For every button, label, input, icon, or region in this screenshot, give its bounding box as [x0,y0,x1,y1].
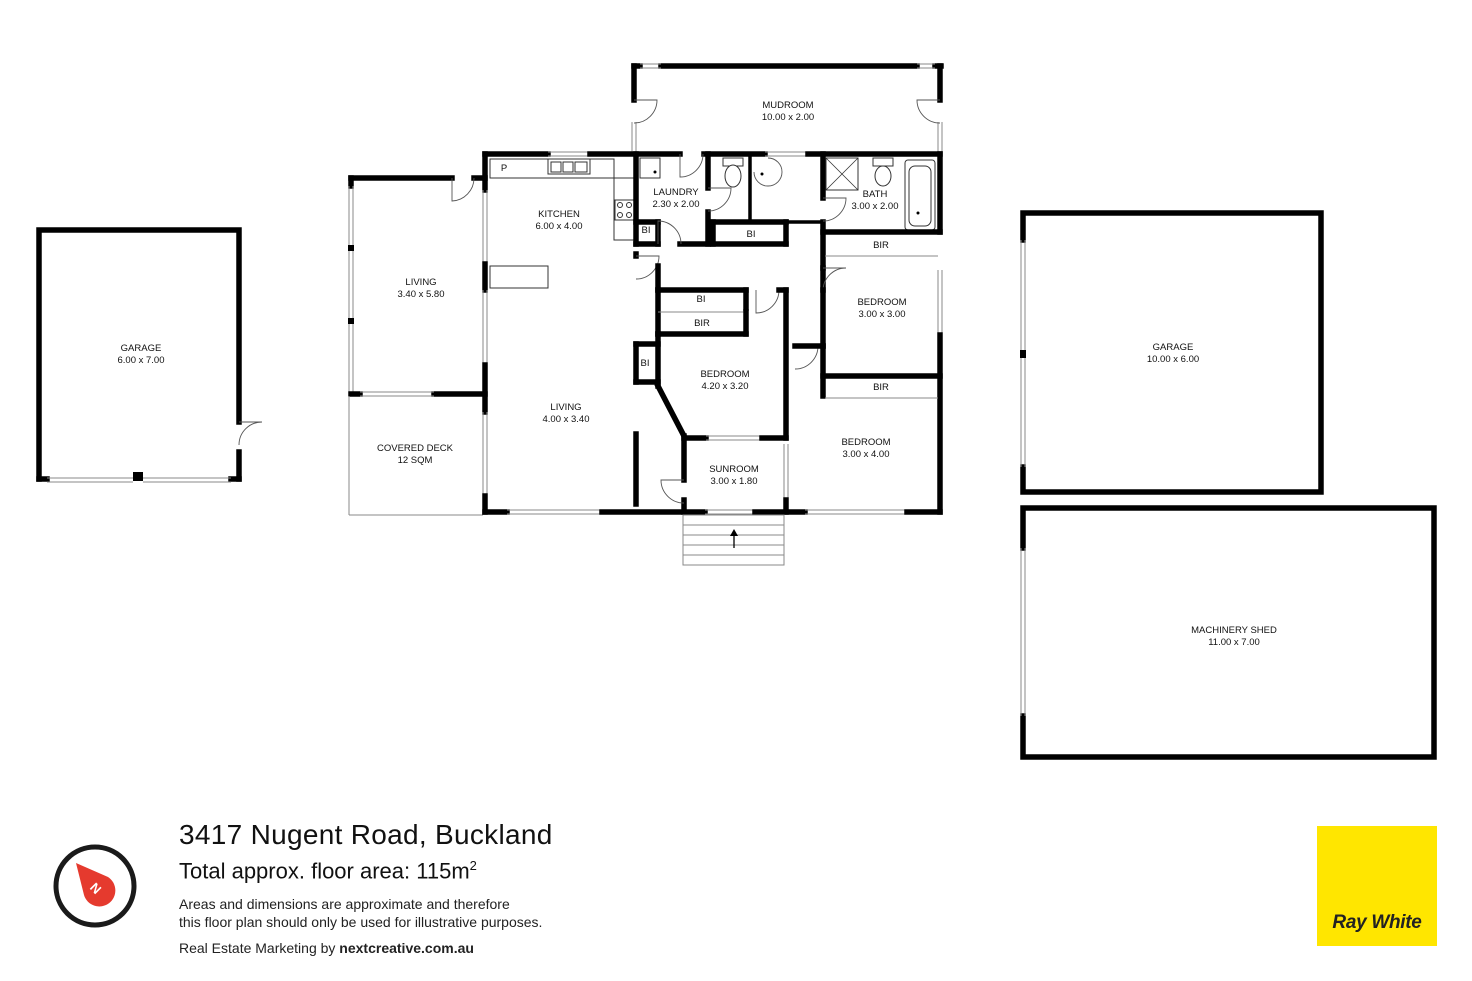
room-dims: 12 SQM [398,455,433,466]
bi-label: BI [747,229,756,240]
credit-prefix: Real Estate Marketing by [179,940,340,957]
room-name: LAUNDRY [653,187,699,198]
room-dims: 6.00 x 4.00 [535,221,582,232]
room-name: BEDROOM [857,297,906,308]
room-name: BEDROOM [841,437,890,448]
room-dims: 4.20 x 3.20 [701,381,748,392]
marketing-credit: Real Estate Marketing by nextcreative.co… [179,940,553,956]
bir-label: BIR [694,318,710,329]
pantry-label: P [501,163,507,174]
entry-steps [682,514,785,566]
bir-label: BIR [873,240,889,251]
room-name: LIVING [550,402,581,413]
room-dims: 3.00 x 4.00 [842,449,889,460]
room-name: SUNROOM [709,464,759,475]
room-dims: 6.00 x 7.00 [117,355,164,366]
north-compass-icon: N [53,844,137,928]
room-dims: 10.00 x 2.00 [762,112,814,123]
bir-label: BIR [873,382,889,393]
living-left-wing: LIVING 3.40 x 5.80 COVERED DECK 12 SQM [348,175,488,516]
disclaimer: Areas and dimensions are approximate and… [179,895,553,931]
room-dims: 3.00 x 3.00 [858,309,905,320]
garage-left: GARAGE 6.00 x 7.00 [36,227,263,483]
disclaimer-line: Areas and dimensions are approximate and… [179,896,510,913]
title-block: 3417 Nugent Road, Buckland Total approx.… [179,818,553,956]
room-name: LIVING [405,277,436,288]
room-name: MUDROOM [762,100,813,111]
garage-right: GARAGE 10.00 x 6.00 [1020,210,1324,495]
room-dims: 3.00 x 2.00 [851,201,898,212]
room-name: MACHINERY SHED [1191,625,1277,636]
main-house: MUDROOM 10.00 x 2.00 [482,63,944,566]
bi-label: BI [641,358,650,369]
machinery-shed: MACHINERY SHED 11.00 x 7.00 [1020,505,1437,760]
bi-label: BI [697,294,706,305]
bi-label: BI [642,225,651,236]
floor-area-text: Total approx. floor area: 115m [179,858,470,884]
room-name: BATH [863,189,888,200]
room-name: BEDROOM [700,369,749,380]
room-dims: 11.00 x 7.00 [1208,637,1260,648]
property-address: 3417 Nugent Road, Buckland [179,819,553,850]
floor-area: Total approx. floor area: 115m2 [179,852,553,885]
room-name: GARAGE [121,343,162,354]
room-dims: 10.00 x 6.00 [1147,354,1199,365]
ray-white-logo: Ray White [1317,826,1437,946]
room-dims: 3.00 x 1.80 [710,476,757,487]
room-name: GARAGE [1153,342,1194,353]
room-name: COVERED DECK [377,443,454,454]
credit-website-link[interactable]: nextcreative.com.au [339,940,474,957]
logo-text: Ray White [1332,912,1422,933]
room-dims: 4.00 x 3.40 [542,414,589,425]
room-name: KITCHEN [538,209,580,220]
disclaimer-line: this floor plan should only be used for … [179,914,543,931]
floor-area-superscript: 2 [469,858,477,873]
room-dims: 3.40 x 5.80 [397,289,444,300]
room-dims: 2.30 x 2.00 [652,199,699,210]
